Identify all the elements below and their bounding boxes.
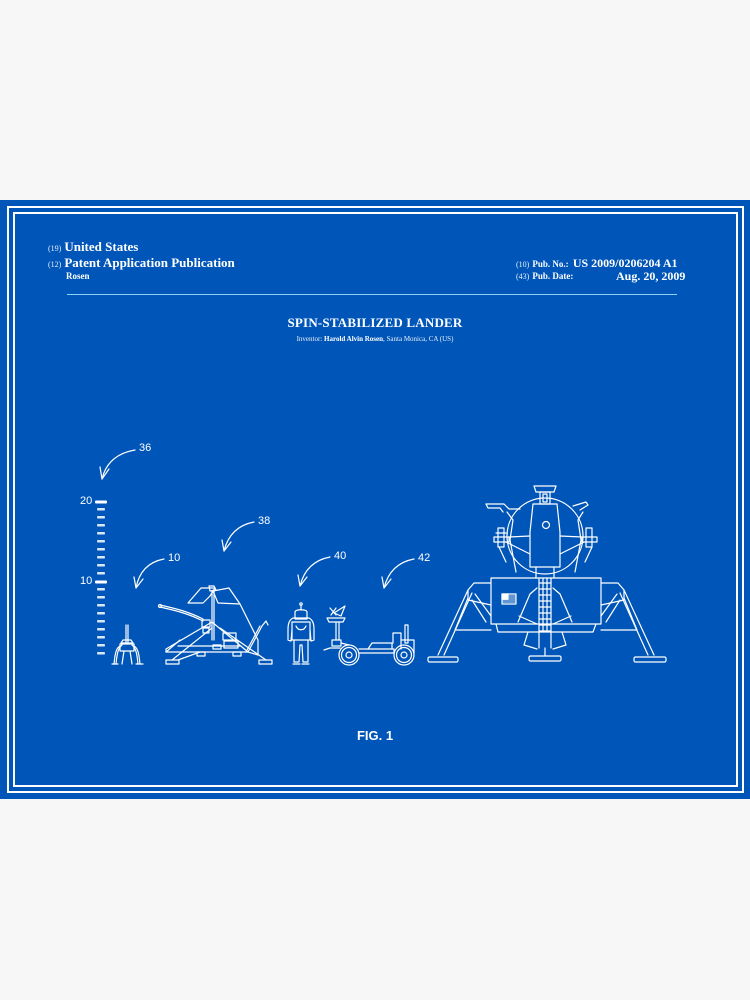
outer-border xyxy=(7,206,744,793)
astronaut-icon xyxy=(287,602,315,665)
arrow-36-icon xyxy=(99,449,136,480)
ref-38: 38 xyxy=(258,515,271,527)
spin-lander-icon xyxy=(111,624,144,665)
flag-icon xyxy=(501,593,517,605)
leader-arrows xyxy=(99,449,415,589)
ref-10: 10 xyxy=(168,552,181,564)
header-inventor: Rosen xyxy=(66,271,90,281)
patent-title: SPIN-STABILIZED LANDER xyxy=(287,315,463,330)
arrow-40-icon xyxy=(297,556,331,587)
arrow-10-icon xyxy=(133,558,165,589)
scale-label-10: 10 xyxy=(80,575,93,587)
inner-border xyxy=(13,212,738,787)
header-publication-type: (12)Patent Application Publication xyxy=(48,255,235,270)
lunar-rover-icon xyxy=(323,605,415,666)
height-scale xyxy=(95,500,107,655)
ref-40: 40 xyxy=(334,550,347,562)
ref-42: 42 xyxy=(418,552,431,564)
header-pub-number: (10)Pub. No.: US 2009/0206204 A1 xyxy=(516,256,678,270)
header-pub-date: (43)Pub. Date: Aug. 20, 2009 xyxy=(516,269,686,283)
ref-36: 36 xyxy=(139,442,152,454)
figure-label: FIG. 1 xyxy=(356,728,394,743)
header-divider xyxy=(67,294,677,295)
inventor-line: Inventor: Harold Alvin Rosen, Santa Moni… xyxy=(296,335,454,343)
blueprint-sheet: (19)United States (12)Patent Application… xyxy=(0,200,750,799)
scale-label-20: 20 xyxy=(80,495,93,507)
lunar-module-icon xyxy=(427,485,667,663)
arrow-42-icon xyxy=(381,558,415,589)
header-country: (19)United States xyxy=(48,239,139,254)
arrow-38-icon xyxy=(221,521,255,552)
surveyor-lander-icon xyxy=(157,585,273,665)
figure-drawing xyxy=(95,449,667,666)
